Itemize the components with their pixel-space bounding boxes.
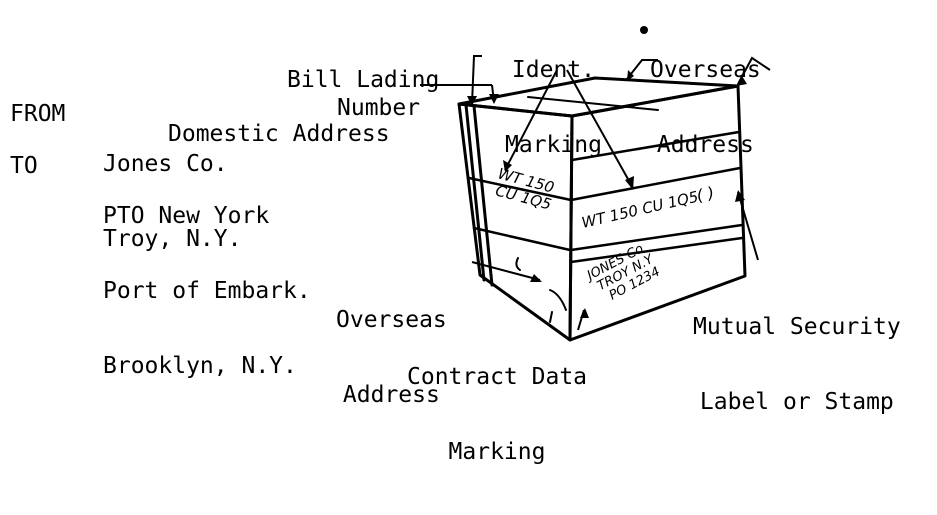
crate-front-face <box>568 84 747 342</box>
overseas-top-pointer-b <box>737 56 771 85</box>
diagram-canvas: WT 150 CU 1Q5 WT 150 CU 1Q5 ( ) JONES Co… <box>10 26 901 465</box>
bill-lading-label: Bill Lading <box>287 67 440 93</box>
mutual-security-pointer <box>737 191 759 261</box>
mutual-security-label: Mutual Security Label or Stamp <box>693 314 901 415</box>
from-address: Jones Co. Troy, N.Y. <box>103 151 242 252</box>
overseas-top-pointer-a <box>626 59 658 80</box>
domestic-address-label: Domestic Address <box>168 121 390 147</box>
to-key: TO <box>10 153 38 179</box>
overseas-bottom-pointer <box>471 261 541 281</box>
svg-text:( ): ( ) <box>695 183 716 205</box>
bill-lading-pointer <box>471 55 482 105</box>
from-key: FROM <box>10 101 66 127</box>
crate-drawing: WT 150 CU 1Q5 WT 150 CU 1Q5 ( ) JONES Co… <box>420 26 771 342</box>
ident-marking-label: Ident. Marking <box>505 57 602 158</box>
ident-marking-pointer-right <box>566 69 634 189</box>
ident-marking-pointer-left <box>504 69 558 171</box>
contract-data-marking-label: Contract Data Marking <box>407 364 588 465</box>
overseas-address-top-label: Overseas Address <box>650 57 761 158</box>
to-address: PTO New York Port of Embark. Brooklyn, N… <box>103 203 311 379</box>
bill-lading-number-label: Number <box>337 95 421 121</box>
